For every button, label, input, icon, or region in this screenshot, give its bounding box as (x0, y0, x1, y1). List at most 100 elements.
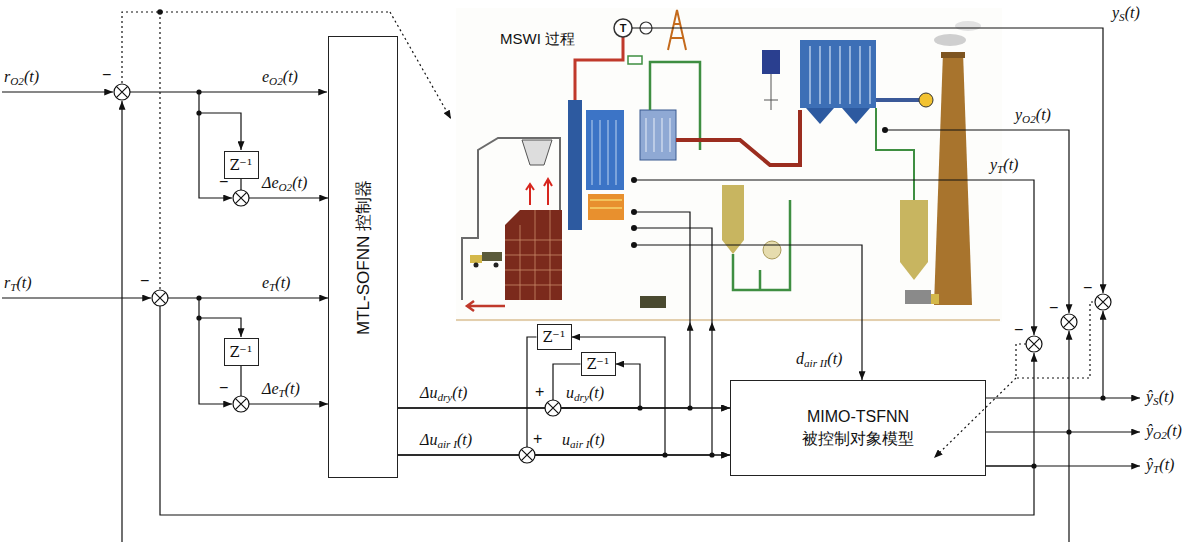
signal-wire (634, 245, 862, 322)
process-illustration (590, 200, 622, 208)
signal-wire (2, 91, 113, 92)
process-illustration (905, 290, 931, 304)
branch-dot (196, 295, 201, 300)
text-part: y (1015, 106, 1022, 123)
text-part: u (562, 431, 570, 448)
label-holder: − (1049, 299, 1058, 317)
branch-dot (631, 177, 637, 183)
text-part: d (796, 350, 804, 367)
text-part: e (262, 274, 269, 291)
delay-block: Z⁻¹ (537, 324, 572, 350)
node-text: MIMO-TSFNN 被控制对象模型 (800, 406, 916, 449)
summing-junction (1026, 336, 1042, 352)
delay-block: Z⁻¹ (581, 352, 616, 376)
text-part: Δe (262, 380, 279, 397)
summing-junction (152, 290, 168, 306)
text-part: (t) (589, 384, 604, 401)
branch-dot (157, 9, 163, 15)
process-illustration (931, 294, 939, 304)
signal-label: yS(t) (1112, 4, 1140, 22)
summing-junction (235, 398, 246, 409)
signal-wire (632, 28, 1103, 293)
process-illustration (763, 241, 781, 259)
label-holder: + (533, 430, 542, 448)
label-holder: eO2(t) (262, 68, 298, 86)
sign-label: − (219, 173, 228, 191)
text-part: ŷ (1146, 422, 1153, 439)
process-illustration (900, 200, 928, 280)
process-illustration (919, 93, 933, 107)
signal-wire (199, 92, 232, 198)
sign-label: − (102, 66, 111, 84)
text-part: T (997, 163, 1003, 175)
text-part: O2 (1022, 113, 1036, 125)
switch-dotted-line (390, 12, 451, 119)
text-part: S (1153, 395, 1159, 407)
summing-junction (519, 447, 535, 463)
text-part: O2 (269, 75, 283, 87)
summing-junction (1097, 296, 1108, 307)
process-illustration (588, 194, 624, 220)
node-text: MSWI 过程 (500, 30, 575, 49)
text-part: air I (570, 438, 590, 450)
branch-dot (631, 242, 637, 248)
signal-connector (398, 322, 690, 408)
summing-junction (235, 192, 246, 203)
process-illustration (640, 110, 676, 160)
delay-block: Z⁻¹ (224, 338, 259, 366)
process-illustration (806, 108, 870, 124)
text-part: (t) (24, 68, 39, 85)
label-holder: ΔeO2(t) (262, 174, 307, 192)
process-illustration (941, 52, 965, 58)
text-part: ŷ (1146, 456, 1153, 473)
summing-junction (1028, 338, 1039, 349)
summing-junction (114, 84, 1111, 463)
process-illustration (676, 110, 800, 165)
branch-dot (631, 225, 637, 231)
text-part: dry (437, 391, 452, 403)
signal-label: ΔeT(t) (262, 380, 300, 398)
node-text: Z⁻¹ (587, 356, 610, 372)
text-part: (t) (283, 68, 298, 85)
text-part: S (1119, 11, 1125, 23)
process-illustration (505, 210, 562, 300)
signal-wire (199, 113, 241, 150)
text-part: (t) (452, 384, 467, 401)
model-box: MIMO-TSFNN 被控制对象模型 (730, 380, 986, 476)
branch-dot (1031, 463, 1036, 468)
text-part: T (1153, 463, 1159, 475)
label-holder: Δudry(t) (420, 384, 467, 402)
sign-label: − (1014, 321, 1023, 339)
text-part: T (279, 387, 285, 399)
text-part: Δe (262, 174, 279, 191)
signal-connector (160, 298, 1034, 515)
branch-dot (1066, 429, 1071, 434)
text-part: air II (804, 357, 827, 369)
switch-dotted-line (122, 12, 1095, 458)
label-holder: − (219, 379, 228, 397)
process-illustration (628, 56, 642, 64)
process-illustration (764, 74, 778, 110)
signal-connector (241, 179, 328, 198)
label-holder: − (140, 272, 149, 290)
text-part: r (4, 68, 10, 85)
label-holder: ΔeT(t) (262, 380, 300, 398)
summing-junction (521, 449, 532, 460)
branch-dot (631, 209, 637, 215)
summing-junction (547, 402, 558, 413)
text-part: ŷ (1146, 388, 1153, 405)
signal-label: udry(t) (566, 384, 604, 402)
text-part: dry (574, 391, 589, 403)
process-illustration (505, 210, 562, 300)
process-illustration (456, 8, 1002, 322)
branch-dot (637, 405, 642, 410)
label-holder: − (1083, 279, 1092, 297)
signal-wire (986, 397, 1140, 398)
signal-label: ΔeO2(t) (262, 174, 307, 192)
delay-block: Z⁻¹ (224, 151, 259, 179)
process-panel: MSWI 过程 (456, 8, 1002, 322)
process-illustration (934, 52, 972, 305)
label-holder: uair I(t) (562, 431, 605, 449)
